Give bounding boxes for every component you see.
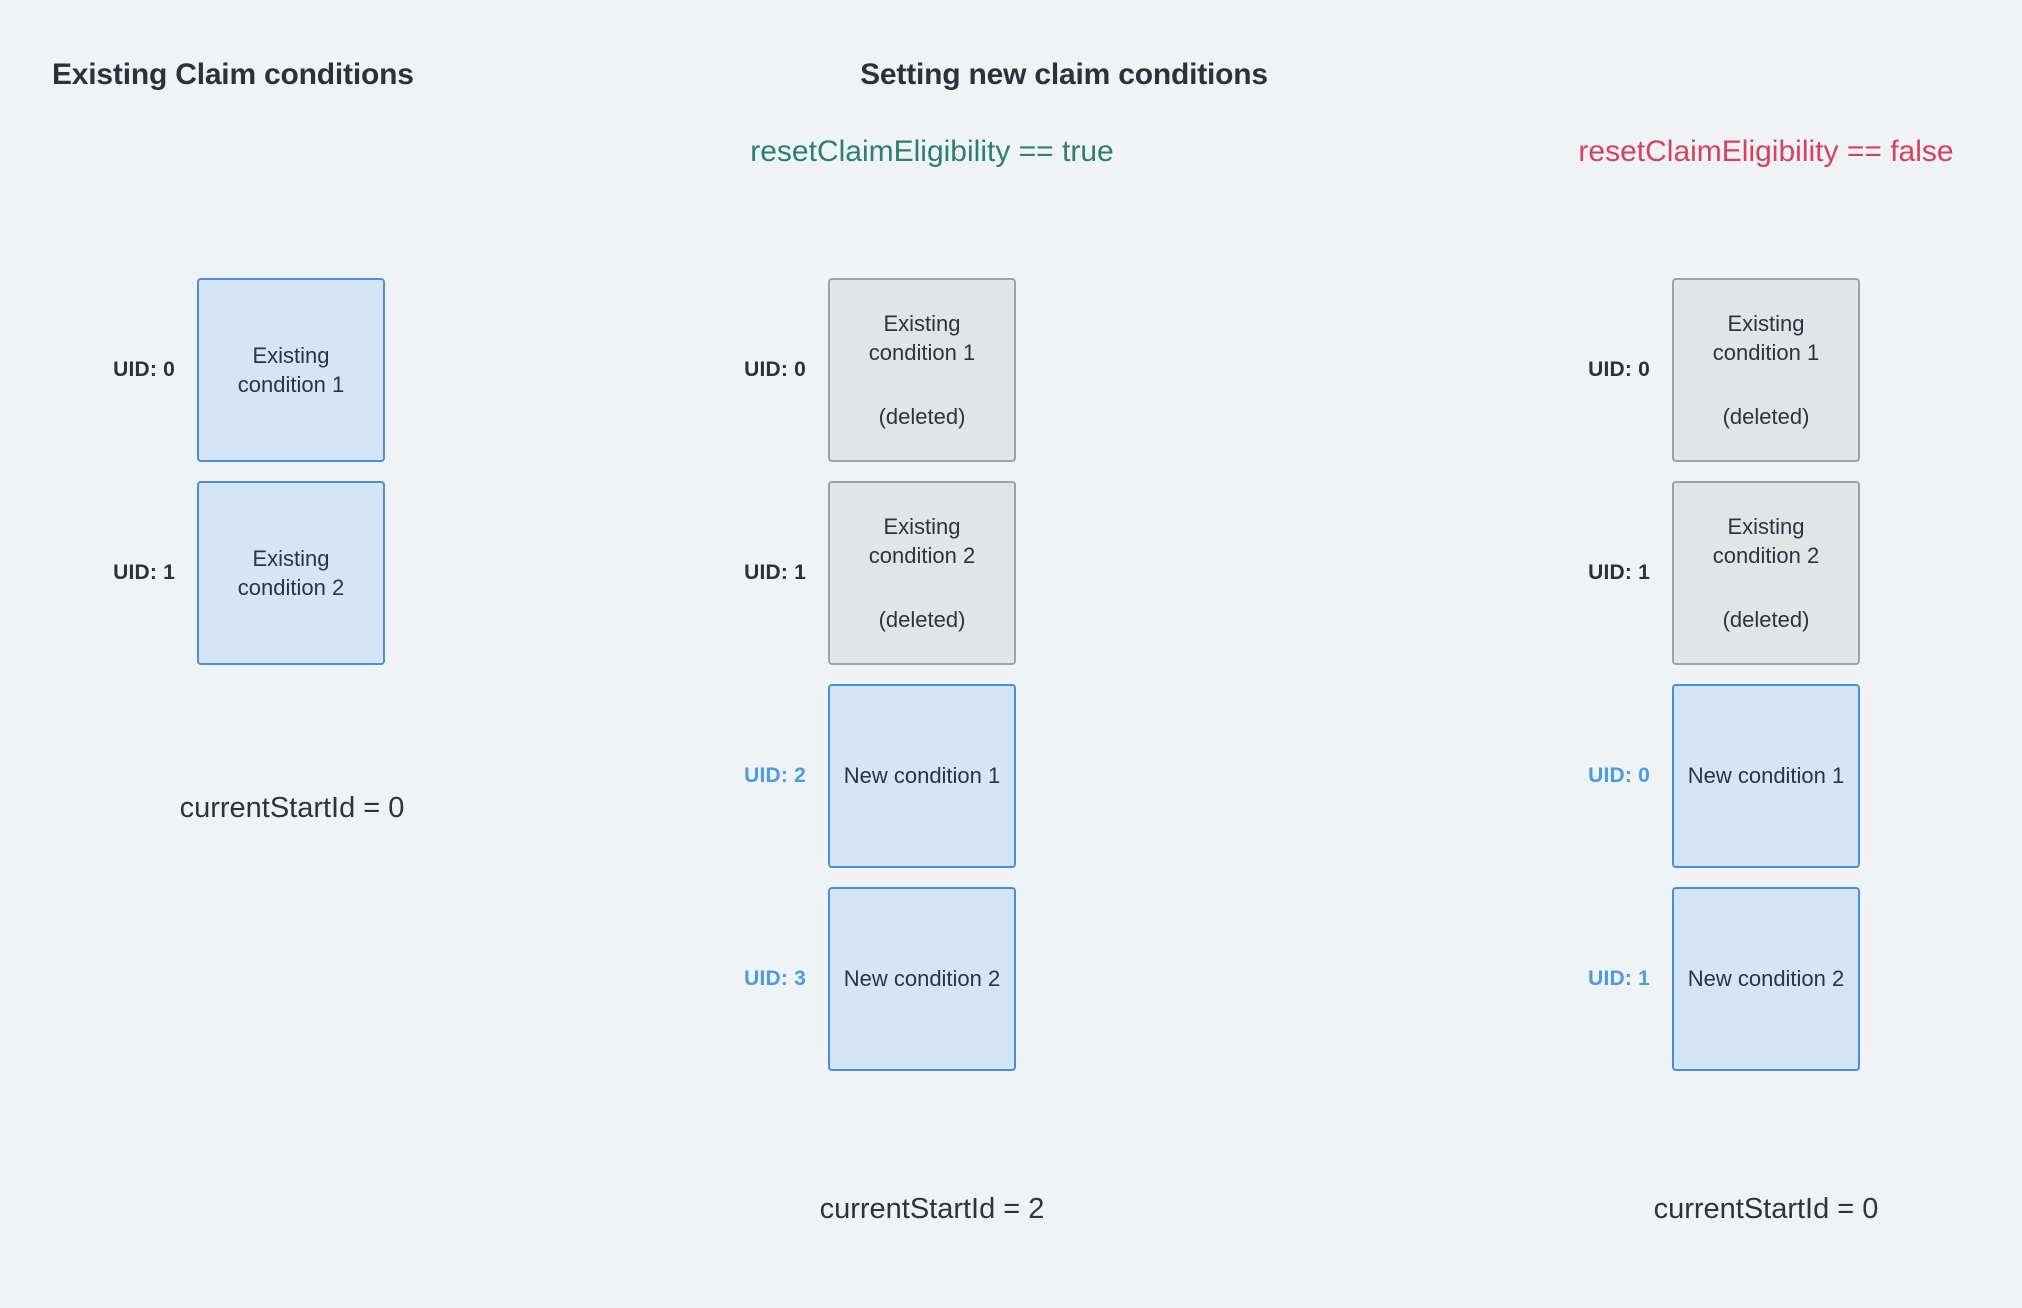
condition-row: UID: 1 Existing condition 2 (deleted) xyxy=(710,481,1016,665)
condition-box: New condition 1 xyxy=(828,684,1016,868)
condition-box-title: New condition 1 xyxy=(843,763,1001,789)
condition-box-title: Existing condition 2 xyxy=(868,514,976,569)
condition-row: UID: 1 Existing condition 2 (deleted) xyxy=(1554,481,1860,665)
condition-row: UID: 2 New condition 1 xyxy=(710,684,1016,868)
condition-row: UID: 0 Existing condition 1 (deleted) xyxy=(1554,278,1860,462)
condition-label-reset-false: resetClaimEligibility == false xyxy=(1578,135,1954,168)
condition-box-title: Existing condition 1 xyxy=(1712,311,1820,366)
condition-box-title: Existing condition 1 xyxy=(868,311,976,366)
page-title-existing-claim-conditions: Existing Claim conditions xyxy=(52,58,414,91)
condition-box-deleted-label: (deleted) xyxy=(878,403,966,429)
condition-box: New condition 2 xyxy=(1672,887,1860,1071)
condition-box: Existing condition 2 xyxy=(197,481,385,665)
condition-box-deleted: Existing condition 2 (deleted) xyxy=(828,481,1016,665)
uid-label: UID: 3 xyxy=(744,967,806,990)
condition-box-deleted-label: (deleted) xyxy=(878,606,966,632)
uid-label: UID: 1 xyxy=(744,561,806,584)
condition-box-deleted: Existing condition 2 (deleted) xyxy=(1672,481,1860,665)
column-existing-conditions: UID: 0 Existing condition 1 UID: 1 Existing… xyxy=(0,0,520,1308)
footer-current-start-id-reset-false: currentStartId = 0 xyxy=(1653,1193,1879,1225)
condition-box-deleted: Existing condition 1 (deleted) xyxy=(828,278,1016,462)
condition-row: UID: 3 New condition 2 xyxy=(710,887,1016,1071)
uid-label: UID: 0 xyxy=(113,358,175,381)
uid-label: UID: 0 xyxy=(1588,764,1650,787)
footer-current-start-id-reset-true: currentStartId = 2 xyxy=(819,1193,1045,1225)
condition-box-title: New condition 2 xyxy=(843,966,1001,992)
condition-box-deleted-label: (deleted) xyxy=(1722,403,1810,429)
condition-box-deleted-label: (deleted) xyxy=(1722,606,1810,632)
uid-label: UID: 0 xyxy=(1588,358,1650,381)
condition-box-title: New condition 2 xyxy=(1687,966,1845,992)
condition-row: UID: 0 Existing condition 1 xyxy=(79,278,385,462)
uid-label: UID: 1 xyxy=(113,561,175,584)
condition-box-title: Existing condition 2 xyxy=(237,545,345,600)
uid-label: UID: 2 xyxy=(744,764,806,787)
condition-box-title: New condition 1 xyxy=(1687,763,1845,789)
condition-box: Existing condition 1 xyxy=(197,278,385,462)
uid-label: UID: 0 xyxy=(744,358,806,381)
uid-label: UID: 1 xyxy=(1588,967,1650,990)
condition-label-reset-true: resetClaimEligibility == true xyxy=(750,135,1114,168)
condition-row: UID: 1 New condition 2 xyxy=(1554,887,1860,1071)
condition-box: New condition 1 xyxy=(1672,684,1860,868)
condition-box-title: Existing condition 1 xyxy=(237,342,345,397)
uid-label: UID: 1 xyxy=(1588,561,1650,584)
condition-row: UID: 1 Existing condition 2 xyxy=(79,481,385,665)
condition-row: UID: 0 Existing condition 1 (deleted) xyxy=(710,278,1016,462)
condition-box: New condition 2 xyxy=(828,887,1016,1071)
condition-box-deleted: Existing condition 1 (deleted) xyxy=(1672,278,1860,462)
condition-row: UID: 0 New condition 1 xyxy=(1554,684,1860,868)
footer-current-start-id-existing: currentStartId = 0 xyxy=(179,792,405,824)
condition-box-title: Existing condition 2 xyxy=(1712,514,1820,569)
page-title-setting-new-claim-conditions: Setting new claim conditions xyxy=(860,58,1268,91)
